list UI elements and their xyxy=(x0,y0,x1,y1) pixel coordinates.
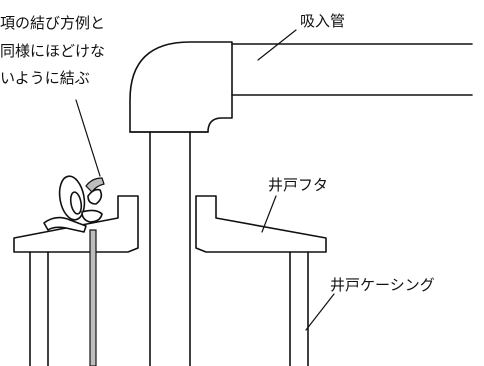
note-line-2: 同様にほどけな xyxy=(0,42,105,60)
label-well-cover: 井戸フタ xyxy=(268,176,328,194)
leader-well-casing xyxy=(305,293,335,331)
cover-right-body xyxy=(195,195,327,253)
well-casing xyxy=(29,251,309,366)
knot-wrap xyxy=(81,209,103,223)
knot-loop-inner xyxy=(69,191,83,215)
rope-knot xyxy=(43,175,105,233)
knot-turn xyxy=(87,188,103,205)
suction-pipe xyxy=(129,41,473,366)
leader-lines xyxy=(75,29,335,331)
rope-vertical xyxy=(89,229,97,366)
label-suction-pipe: 吸入管 xyxy=(300,12,345,30)
note-line-3: いように結ぶ xyxy=(0,69,90,87)
rope xyxy=(89,229,97,366)
knot-base xyxy=(43,216,87,233)
note-line-1: 項の結び方例と xyxy=(0,14,105,32)
leader-well-cover xyxy=(261,195,277,233)
cover-left-body xyxy=(13,195,139,253)
well-cover-left xyxy=(13,195,139,253)
leader-note xyxy=(75,99,101,177)
leader-suction-pipe xyxy=(257,29,297,61)
well-cover-right xyxy=(195,195,327,253)
label-well-casing: 井戸ケーシング xyxy=(330,276,435,294)
pipe-elbow xyxy=(129,41,233,133)
